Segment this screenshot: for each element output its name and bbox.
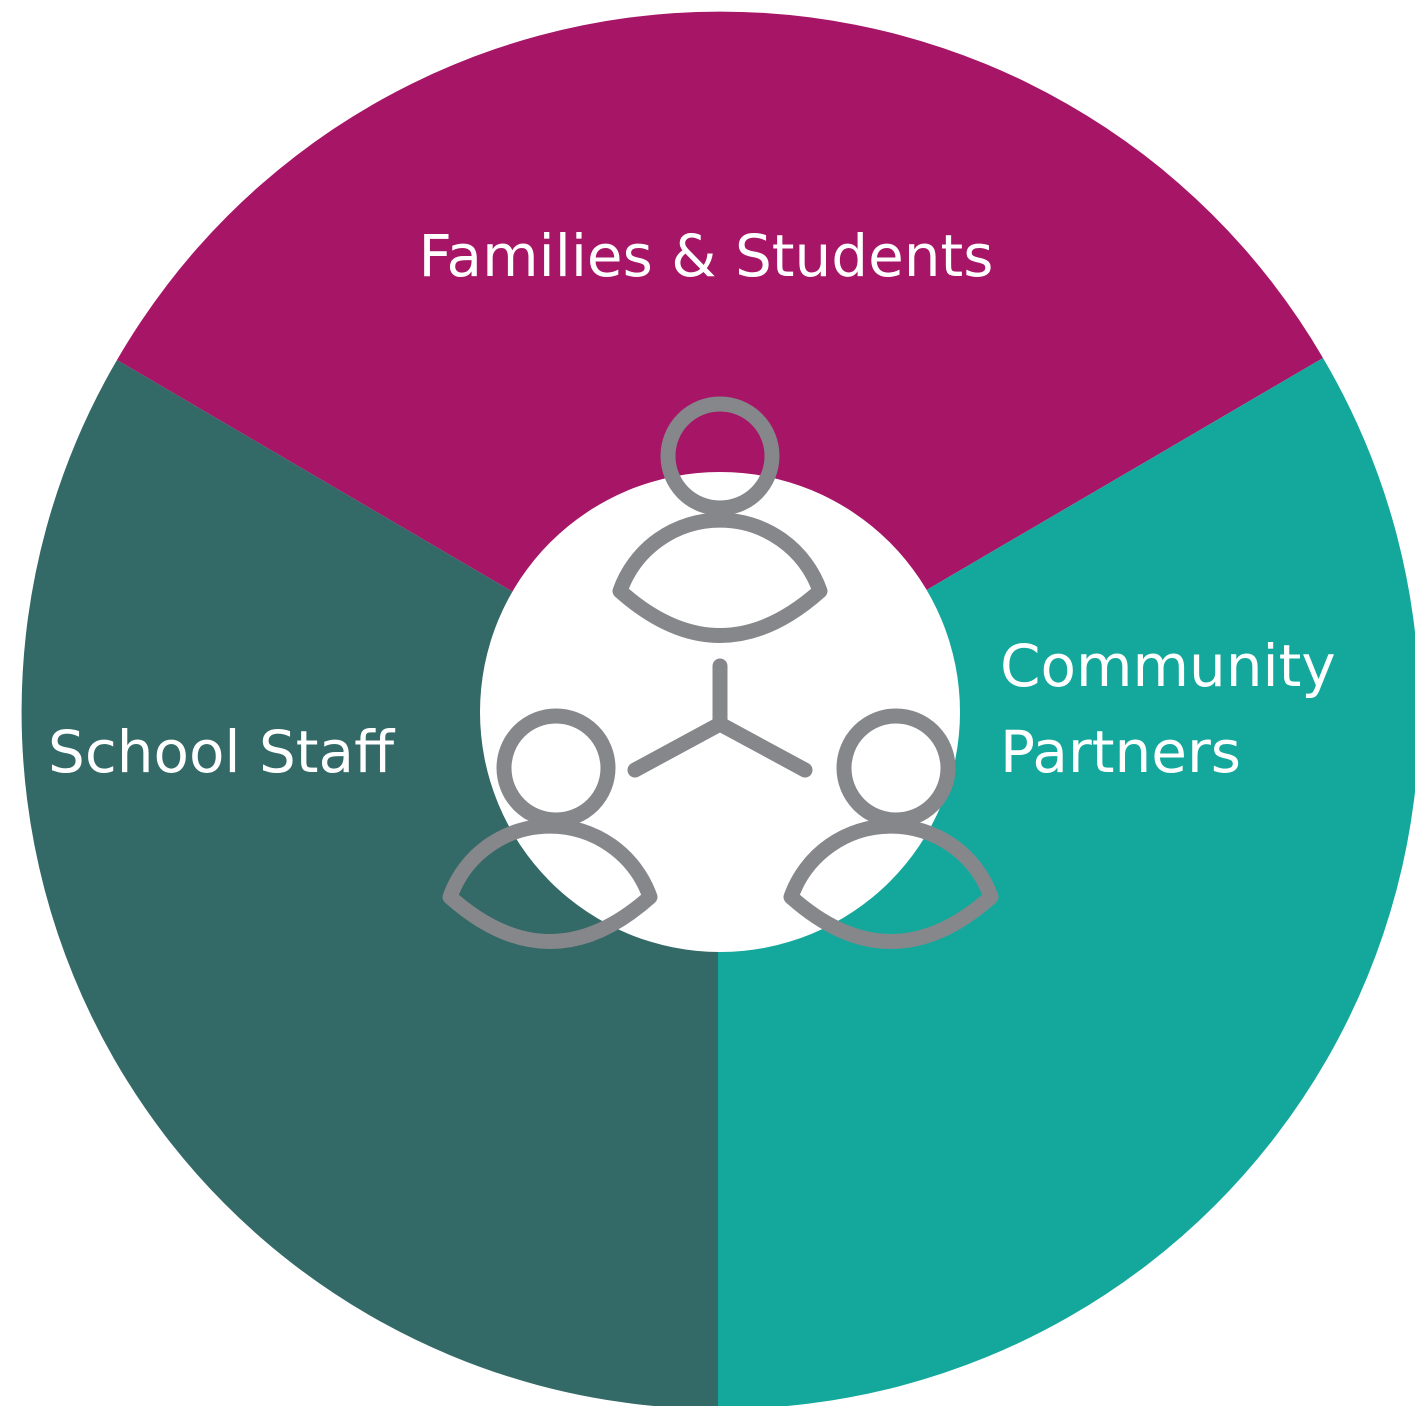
label-school-staff: School Staff: [48, 718, 396, 786]
people-network-icon: [442, 396, 999, 949]
person-top-icon: [612, 396, 828, 643]
person-right-icon: [783, 708, 999, 949]
label-community-partners-line1: Community: [1000, 632, 1336, 700]
person-left-icon: [442, 708, 658, 949]
label-community-partners-line2: Partners: [1000, 718, 1241, 786]
segment-families-students: [117, 11, 1323, 712]
label-families-students: Families & Students: [419, 222, 994, 290]
connector-lines-icon: [627, 658, 813, 778]
